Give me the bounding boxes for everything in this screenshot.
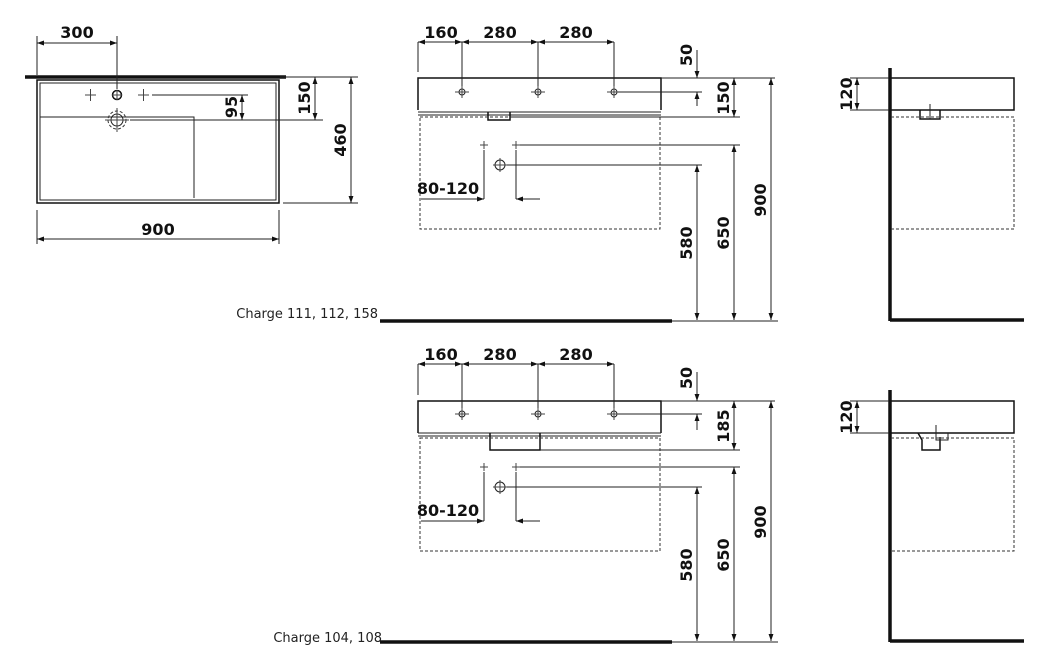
top-view-basin-inner: [39, 82, 277, 201]
dim-side-depth-2: 120: [837, 400, 856, 433]
dim-left-hole: 160: [424, 345, 457, 364]
side-view-1: 120: [837, 68, 1024, 322]
dim-hole-spacing-1: 280: [483, 345, 516, 364]
dim-height-650: 650: [714, 216, 733, 249]
dim-hole-spacing-2: 280: [559, 23, 592, 42]
front-view-2: 160 280 280 50 185 80-120 580 650 900 Ch…: [273, 345, 778, 646]
dim-basin-height: 150: [714, 81, 733, 114]
dim-basin-height: 185: [714, 409, 733, 442]
dim-height-580: 580: [677, 226, 696, 259]
caption-variant-1: Charge 111, 112, 158: [236, 307, 378, 322]
tap-hole-icon: [111, 89, 123, 101]
side-view-2-cabinet: [891, 437, 1015, 552]
front-view-2-waste: [489, 433, 541, 451]
side-view-2-basin: [891, 400, 1015, 434]
top-view-bowl-edge: [40, 116, 195, 198]
front-view-2-cabinet: [419, 437, 661, 552]
dim-total-width: 900: [141, 220, 174, 239]
dim-side-depth-1: 120: [837, 77, 856, 110]
dim-top-hole-offset: 50: [677, 44, 696, 66]
optional-tap-hole-icon: [85, 89, 149, 101]
side-view-2: 120: [837, 390, 1024, 643]
dim-waste-offset: 80-120: [417, 179, 479, 198]
dim-hole-spacing-1: 280: [483, 23, 516, 42]
dim-tap-offset: 300: [60, 23, 93, 42]
dim-overflow-depth: 95: [222, 96, 241, 118]
front-view-1-cabinet: [419, 116, 661, 230]
front-view-2-supply-icon: [480, 463, 520, 494]
front-view-2-tap-holes-icon: [455, 408, 621, 420]
top-view: 300 900 460 150 95: [25, 23, 358, 244]
front-view-1-waste: [487, 112, 511, 121]
front-view-2-basin: [417, 400, 662, 433]
dim-height-900: 900: [751, 505, 770, 538]
top-view-basin-outline: [36, 79, 280, 204]
front-view-1-basin: [417, 77, 662, 110]
dim-total-depth: 460: [331, 123, 350, 156]
dim-waste-offset: 80-120: [417, 501, 479, 520]
waste-outlet-icon: [105, 108, 129, 132]
side-view-1-basin: [891, 77, 1015, 111]
dim-top-hole-offset: 50: [677, 367, 696, 389]
dim-height-900: 900: [751, 183, 770, 216]
front-view-1-supply-icon: [480, 141, 520, 172]
side-view-2-waste: [917, 432, 941, 451]
side-view-1-cabinet: [891, 116, 1015, 230]
caption-variant-2: Charge 104, 108: [273, 631, 382, 646]
front-view-1: 160 280 280 50 150 80-120 580 650 900 Ch…: [236, 23, 778, 323]
dim-height-580: 580: [677, 548, 696, 581]
dim-hole-spacing-2: 280: [559, 345, 592, 364]
dim-left-hole: 160: [424, 23, 457, 42]
front-view-1-tap-holes-icon: [455, 86, 621, 98]
dim-height-650: 650: [714, 538, 733, 571]
dim-rear-depth: 150: [295, 81, 314, 114]
